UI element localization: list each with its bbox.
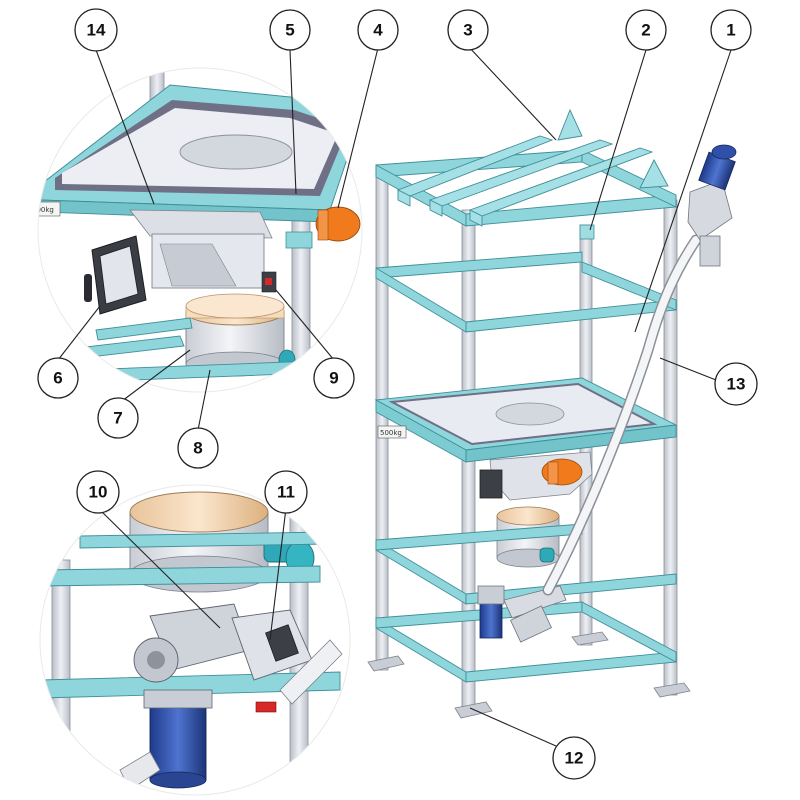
callout-12: 12 — [552, 736, 596, 780]
callout-6: 6 — [37, 357, 79, 399]
conveyor-head — [687, 144, 737, 267]
detail-screw-gearbox — [133, 603, 313, 713]
leader-6 — [57, 305, 101, 361]
leader-10 — [97, 507, 221, 629]
load-plate-main-text: 500kg — [380, 429, 402, 437]
leader-13 — [659, 357, 717, 381]
leader-5 — [289, 49, 297, 195]
callout-6-label: 6 — [53, 369, 62, 388]
foot-rear-left — [367, 655, 405, 672]
callout-12-label: 12 — [565, 749, 584, 768]
hopper-table-frame — [374, 377, 678, 463]
top-beams — [396, 135, 654, 227]
mid-rails — [375, 251, 677, 333]
post-front-left — [461, 209, 476, 716]
callout-13: 13 — [714, 362, 758, 406]
leader-14 — [95, 49, 155, 205]
detail-screw-motor-icon — [143, 689, 213, 789]
callout-8: 8 — [177, 427, 219, 469]
callout-3-label: 3 — [463, 21, 472, 40]
callout-7-label: 7 — [113, 409, 122, 428]
callout-2-label: 2 — [641, 21, 650, 40]
callout-14: 14 — [74, 8, 118, 52]
callout-5: 5 — [269, 9, 311, 51]
callout-9: 9 — [313, 357, 355, 399]
leader-12 — [469, 707, 557, 747]
callout-8-label: 8 — [193, 439, 202, 458]
hopper-outlet — [495, 402, 565, 426]
leader-7 — [117, 349, 191, 405]
callout-5-label: 5 — [285, 21, 294, 40]
callout-3: 3 — [447, 9, 489, 51]
callout-10: 10 — [76, 470, 120, 514]
callout-7: 7 — [97, 397, 139, 439]
callout-9-label: 9 — [329, 369, 338, 388]
callout-14-label: 14 — [87, 21, 106, 40]
foot-rear-right — [571, 631, 609, 646]
callout-11-label: 11 — [277, 483, 295, 502]
inspection-door — [84, 235, 147, 315]
load-plate-detail: 500kg — [32, 201, 61, 217]
callout-2: 2 — [625, 9, 667, 51]
callout-1: 1 — [710, 9, 752, 51]
leader-3 — [467, 45, 557, 141]
lifting-lug-left — [557, 108, 583, 141]
detail-hopper-outlet — [179, 134, 293, 170]
detail-hopper-view: 500kg — [32, 68, 361, 392]
leader-9 — [275, 289, 335, 361]
detail-vibrator-motor-icon — [315, 206, 361, 242]
leader-lines — [57, 45, 732, 747]
callout-13-label: 13 — [727, 375, 746, 394]
leader-11 — [269, 507, 287, 641]
callout-4: 4 — [357, 9, 399, 51]
callout-10-label: 10 — [89, 483, 108, 502]
leader-4 — [337, 47, 379, 209]
load-plate-detail-text: 500kg — [32, 206, 54, 214]
clamp-top — [579, 224, 595, 240]
inspection-box-main — [479, 469, 503, 499]
detail-screw-view — [40, 485, 343, 795]
leader-2 — [589, 49, 647, 231]
leader-1 — [634, 49, 732, 333]
main-frame-assembly: 500kg — [367, 108, 737, 719]
callout-4-label: 4 — [373, 21, 383, 40]
foot-front-right — [653, 682, 691, 698]
callout-1-label: 1 — [726, 21, 735, 40]
load-plate-main: 500kg — [377, 425, 407, 439]
lifting-lug-right — [639, 159, 669, 189]
leader-8 — [197, 369, 211, 431]
callout-11: 11 — [264, 470, 308, 514]
vibrator-motor-icon — [541, 458, 583, 486]
